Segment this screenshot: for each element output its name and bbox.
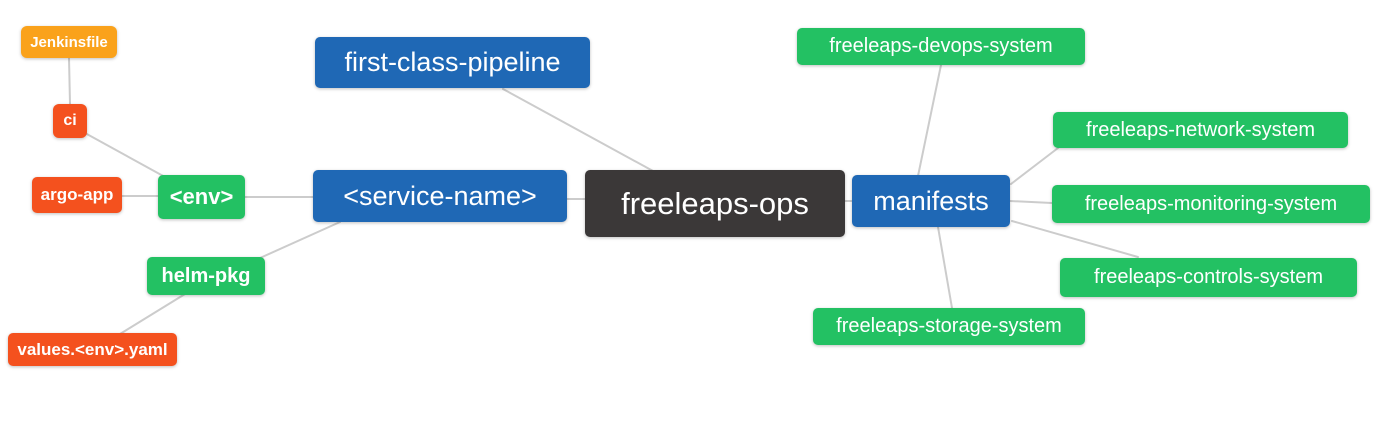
node-env[interactable]: <env> xyxy=(158,175,245,219)
node-freeleaps-monitoring-system[interactable]: freeleaps-monitoring-system xyxy=(1052,185,1370,223)
node-freeleaps-network-system[interactable]: freeleaps-network-system xyxy=(1053,112,1348,148)
node-first-class-pipeline[interactable]: first-class-pipeline xyxy=(315,37,590,88)
edge-manifests-devops xyxy=(917,64,942,177)
node-freeleaps-storage-system[interactable]: freeleaps-storage-system xyxy=(813,308,1085,345)
edge-manifests-controls xyxy=(1011,220,1139,258)
edge-jenkinsfile-ci xyxy=(68,57,71,105)
node-jenkinsfile[interactable]: Jenkinsfile xyxy=(21,26,117,58)
node-manifests[interactable]: manifests xyxy=(852,175,1010,227)
node-freeleaps-devops-system[interactable]: freeleaps-devops-system xyxy=(797,28,1085,65)
node-helm-pkg[interactable]: helm-pkg xyxy=(147,257,265,295)
edge-manifests-network xyxy=(1010,147,1059,185)
node-freeleaps-controls-system[interactable]: freeleaps-controls-system xyxy=(1060,258,1357,297)
node-argo-app[interactable]: argo-app xyxy=(32,177,122,213)
edge-ci-env xyxy=(84,132,166,178)
edge-manifests-monitoring xyxy=(1009,200,1053,204)
node-service-name[interactable]: <service-name> xyxy=(313,170,567,222)
edge-service-name-helm-pkg xyxy=(259,221,341,259)
node-freeleaps-ops-root[interactable]: freeleaps-ops xyxy=(585,170,845,237)
edge-pipeline-ops xyxy=(502,88,654,172)
node-values-env-yaml[interactable]: values.<env>.yaml xyxy=(8,333,177,366)
edge-helm-pkg-values xyxy=(119,293,186,335)
edge-manifests-storage xyxy=(937,226,953,309)
node-ci[interactable]: ci xyxy=(53,104,87,138)
